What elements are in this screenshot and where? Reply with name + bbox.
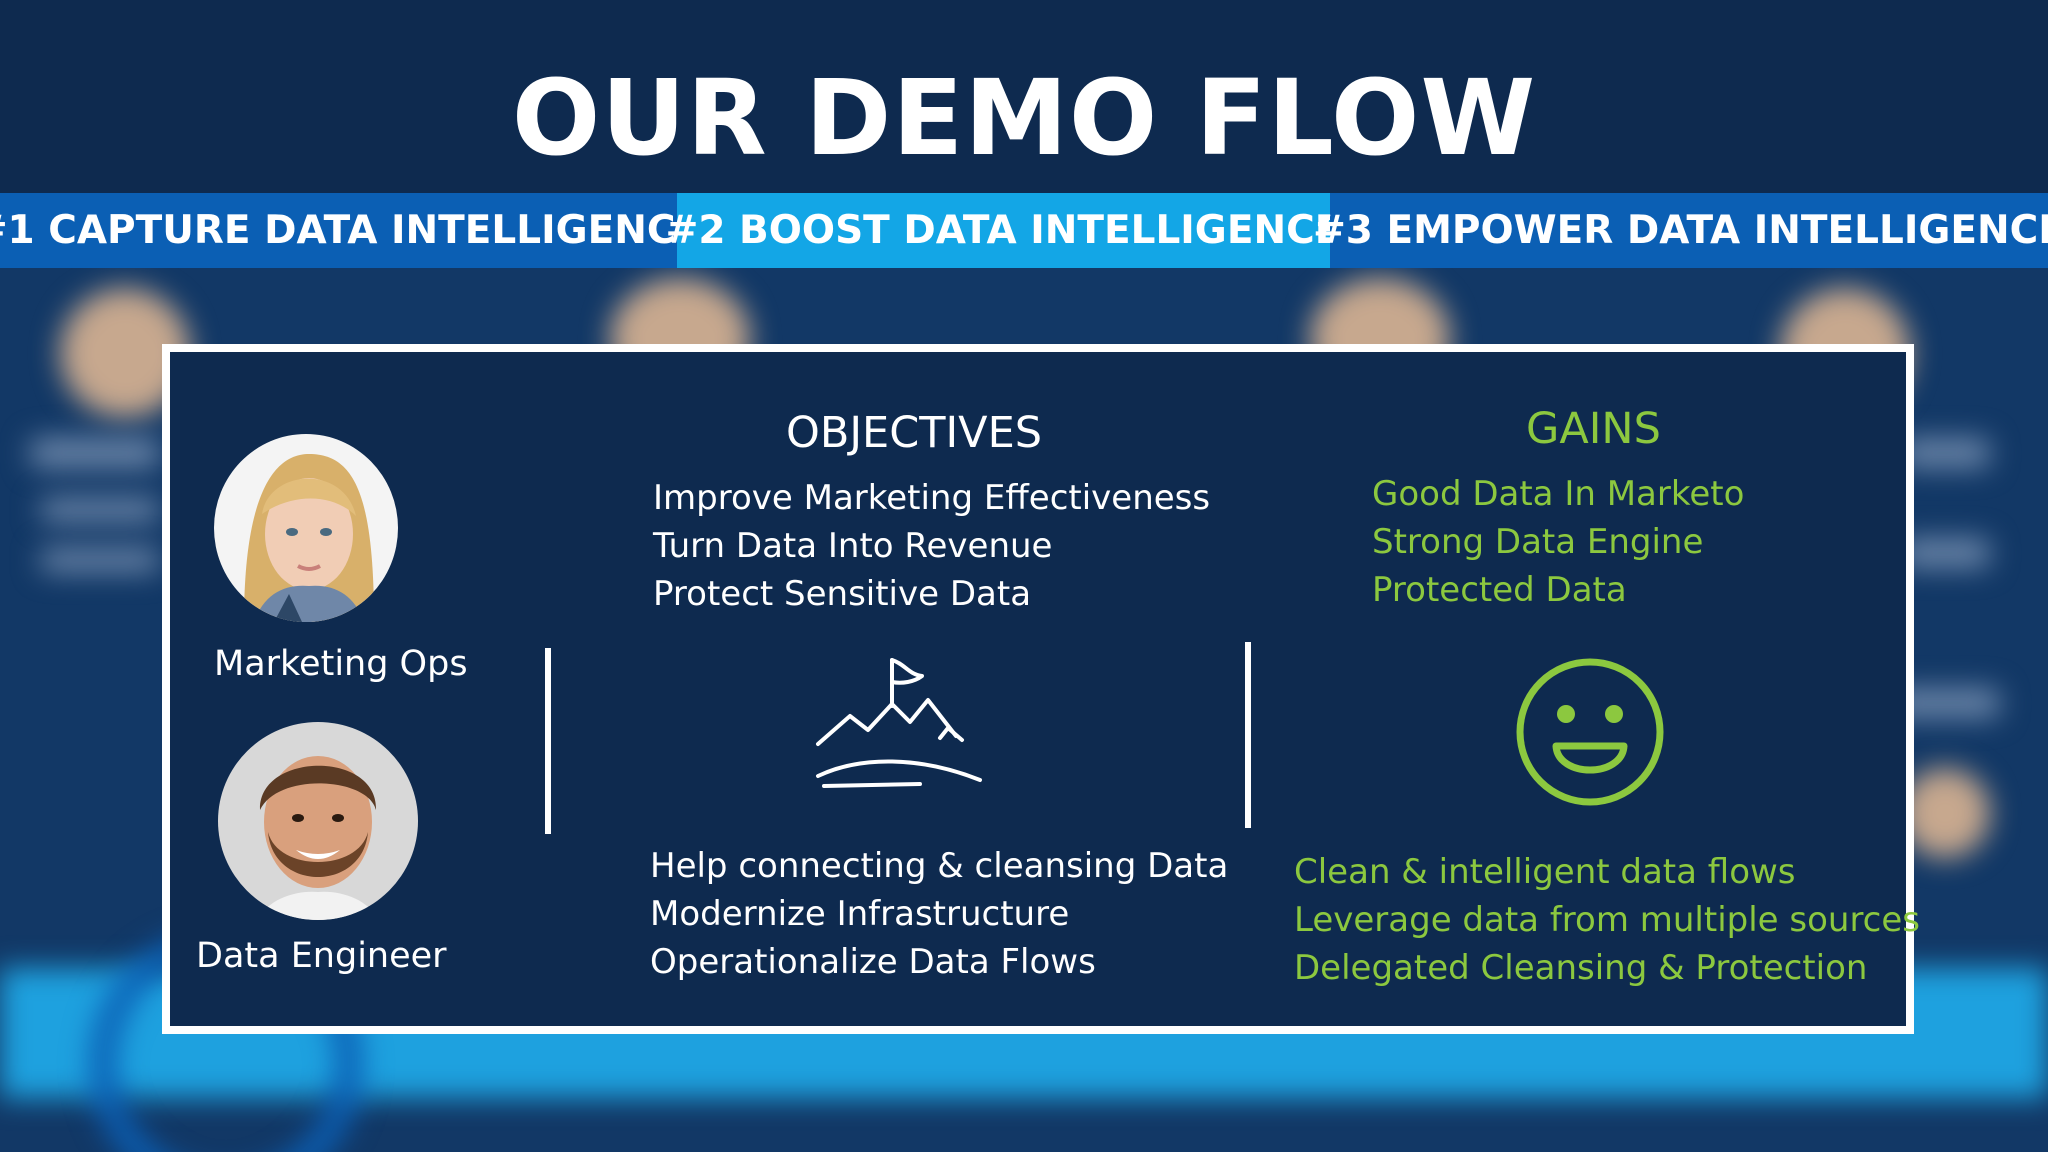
mountain-flag-icon [810,652,990,792]
blurred-text [1900,538,1990,568]
gain-item: Good Data In Marketo [1372,474,1745,514]
objective-item: Turn Data Into Revenue [653,526,1053,566]
gain-item: Protected Data [1372,570,1627,610]
objective-item: Improve Marketing Effectiveness [653,478,1211,518]
marketing-ops-avatar [214,434,398,622]
mountain-flag-icon-svg [816,658,982,788]
objective-item: Modernize Infrastructure [650,894,1070,934]
objective-item: Protect Sensitive Data [653,574,1032,614]
persona-role-marketing-ops: Marketing Ops [214,644,468,684]
data-engineer-avatar [218,722,418,920]
blurred-text [30,438,160,468]
objectives-heading: OBJECTIVES [786,408,1043,458]
step-empower: #3 EMPOWER DATA INTELLIGENCE [1313,193,2048,268]
objectives-marketing-list: Improve Marketing Effectiveness Turn Dat… [653,474,1210,618]
objective-item: Operationalize Data Flows [650,942,1096,982]
gains-heading: GAINS [1526,404,1661,454]
objective-item: Help connecting & cleansing Data [650,846,1229,886]
gain-item: Delegated Cleansing & Protection [1294,948,1868,988]
blurred-text [40,498,160,522]
step-boost-active: #2 BOOST DATA INTELLIGENCE [666,193,1341,268]
gain-item: Strong Data Engine [1372,522,1704,562]
persona-role-data-engineer: Data Engineer [196,936,447,976]
blurred-text [40,548,160,572]
step-bar: #1 CAPTURE DATA INTELLIGENCE #2 BOOST DA… [0,193,2048,268]
gain-item: Leverage data from multiple sources [1294,900,1921,940]
demo-flow-card: Marketing Ops Data Engineer OBJECTIVES I… [162,344,1920,1034]
data-engineer-avatar-illustration [218,722,418,920]
blurred-text [1900,438,1990,468]
slide-title: OUR DEMO FLOW [511,57,1537,179]
gains-marketing-list: Good Data In Marketo Strong Data Engine … [1372,470,1744,614]
step-capture: #1 CAPTURE DATA INTELLIGENCE [0,193,702,268]
marketing-ops-avatar-illustration [214,434,398,622]
smiley-face-icon [1514,656,1666,808]
left-divider [545,648,551,834]
right-divider [1245,642,1251,828]
objectives-engineer-list: Help connecting & cleansing Data Moderni… [650,842,1228,986]
gain-item: Clean & intelligent data flows [1294,852,1796,892]
blurred-avatar [1900,768,1990,858]
smiley-face-icon-svg [1516,658,1664,806]
gains-engineer-list: Clean & intelligent data flows Leverage … [1294,848,1920,992]
